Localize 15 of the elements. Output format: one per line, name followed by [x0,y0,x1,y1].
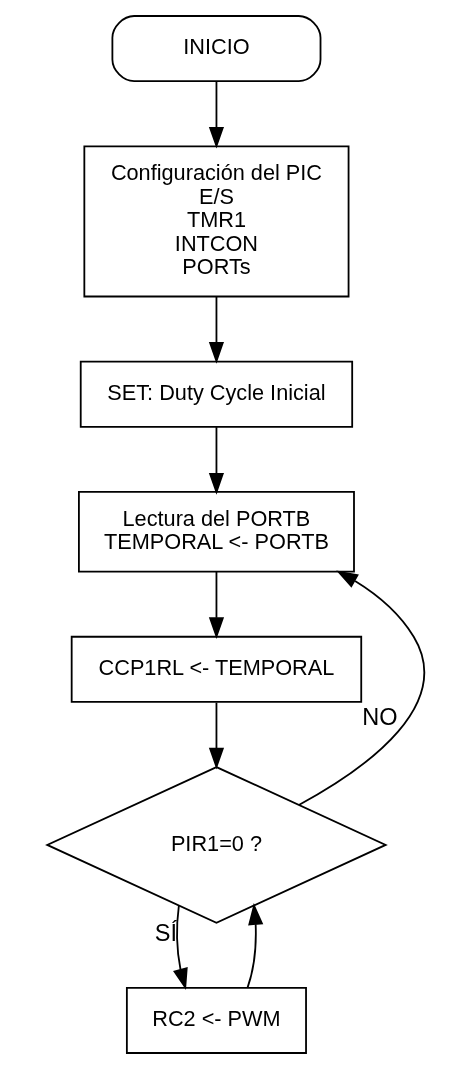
node-box: INICIO [111,15,322,83]
node-box: RC2 <- PWM [125,986,307,1054]
arrow [208,426,225,495]
arrow [173,904,188,991]
node-box: Lectura del PORTB TEMPORAL <- PORTB [78,491,355,573]
node-box: Configuración del PIC E/S TMR1 INTCON PORTs [83,145,350,298]
arrow [208,701,225,770]
edge-label: NO [362,704,398,731]
node-box: SET: Duty Cycle Inicial [79,360,354,428]
node-box: CCP1RL <- TEMPORAL [70,635,363,703]
arrow [246,903,264,989]
arrow [208,80,225,149]
arrow [297,570,426,806]
arrow [208,296,225,364]
arrow [208,570,225,639]
